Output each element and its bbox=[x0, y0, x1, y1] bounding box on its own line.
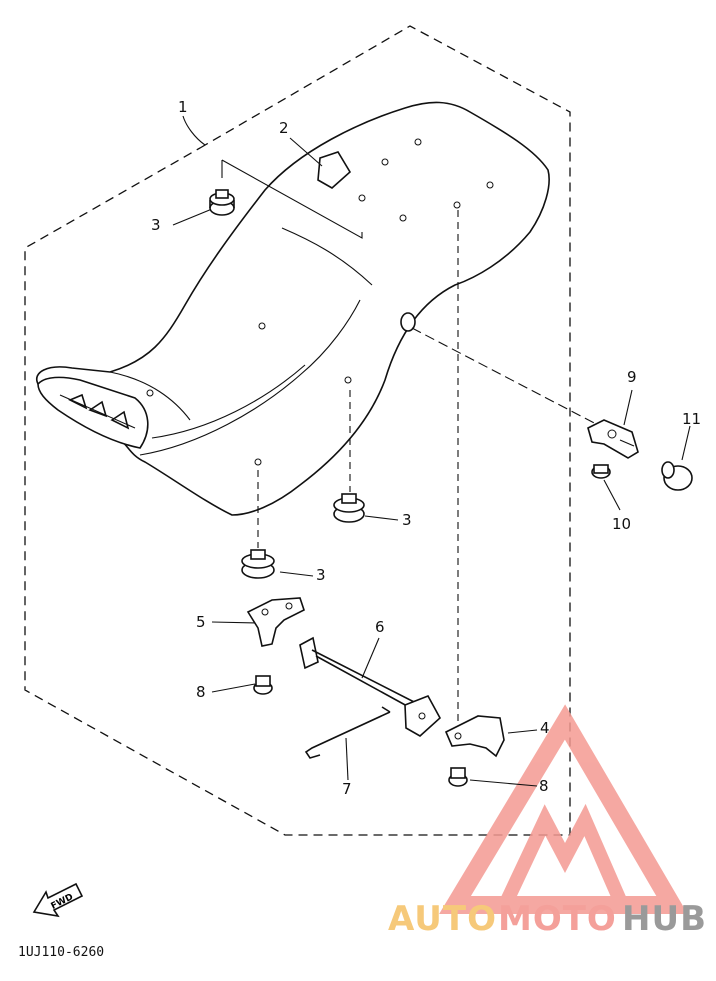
watermark-hub: HUB bbox=[622, 899, 707, 939]
damper-3-top bbox=[209, 189, 235, 216]
seat-strap bbox=[221, 151, 363, 239]
watermark-text: AUTO MOTO HUB bbox=[388, 899, 707, 939]
callout-3-mid: 3 bbox=[402, 511, 412, 529]
watermark-auto: AUTO bbox=[388, 899, 497, 939]
logo-m-shape bbox=[498, 803, 629, 908]
alignment-lines bbox=[172, 115, 691, 787]
bracket-5 bbox=[246, 597, 305, 647]
damper-3-low bbox=[241, 549, 275, 579]
damper-3-mid bbox=[333, 493, 365, 523]
bolt-8-left bbox=[253, 675, 273, 695]
callout-11: 11 bbox=[682, 410, 701, 428]
callout-8-left: 8 bbox=[196, 683, 206, 701]
callout-10: 10 bbox=[612, 515, 631, 533]
seat bbox=[35, 101, 550, 516]
callout-4: 4 bbox=[540, 719, 550, 737]
bracket-4 bbox=[444, 715, 505, 758]
grommet-10 bbox=[591, 464, 611, 479]
callout-9: 9 bbox=[627, 368, 637, 386]
callout-2: 2 bbox=[279, 119, 289, 137]
callout-1: 1 bbox=[178, 98, 188, 116]
assembly-boundary bbox=[24, 25, 571, 836]
callout-labels: 1 2 3 3 3 4 5 6 7 8 8 9 10 11 bbox=[151, 98, 701, 798]
callout-3-top: 3 bbox=[151, 216, 161, 234]
bolt-8-right bbox=[448, 767, 468, 787]
callout-5: 5 bbox=[196, 613, 206, 631]
cap-11 bbox=[661, 461, 693, 491]
seat-lock-9 bbox=[587, 419, 639, 459]
watermark-logo bbox=[439, 704, 688, 914]
lock-rod-6 bbox=[299, 636, 442, 737]
diagram-code: 1UJ110-6260 bbox=[18, 945, 104, 960]
callout-7: 7 bbox=[342, 780, 352, 798]
hook-7 bbox=[304, 706, 391, 759]
logo-triangle-outer bbox=[439, 704, 688, 914]
callout-3-low: 3 bbox=[316, 566, 326, 584]
callout-6: 6 bbox=[375, 618, 385, 636]
forward-arrow: FWD bbox=[32, 882, 84, 918]
watermark-moto: MOTO bbox=[498, 899, 617, 939]
callout-8-right: 8 bbox=[539, 777, 549, 795]
